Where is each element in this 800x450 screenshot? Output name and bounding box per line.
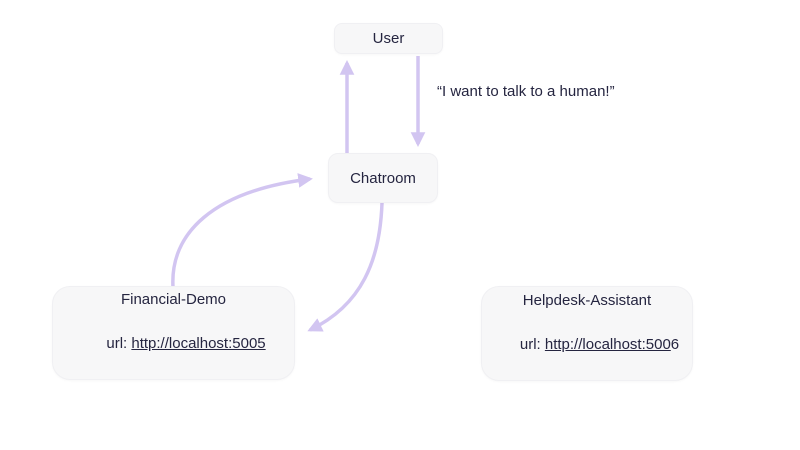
node-financial-demo: Financial-Demo url: http://localhost:500… — [52, 286, 295, 380]
financial-demo-title: Financial-Demo — [120, 291, 227, 308]
user-quote-annotation: “I want to talk to a human!” — [437, 83, 615, 100]
node-user-label: User — [372, 30, 405, 47]
node-chatroom-label: Chatroom — [350, 169, 416, 187]
helpdesk-assistant-url-label: url: — [519, 335, 545, 353]
financial-demo-url-link[interactable]: http://localhost:5005 — [131, 335, 266, 352]
node-chatroom: Chatroom — [328, 153, 438, 203]
financial-demo-url-line: url: http://localhost:5005 — [81, 311, 265, 377]
helpdesk-assistant-title: Helpdesk-Assistant — [522, 291, 652, 309]
helpdesk-assistant-url-suffix: 6 — [670, 335, 680, 353]
financial-demo-url-label: url: — [106, 335, 132, 352]
edge-financial-demo-to-chatroom-arrow — [171, 173, 313, 288]
edge-chatroom-to-financial-demo-arrow — [307, 202, 384, 332]
node-helpdesk-assistant: Helpdesk-Assistant url: http://localhost… — [481, 286, 693, 381]
helpdesk-assistant-url-line: url: http://localhost:5006 — [495, 312, 679, 378]
helpdesk-assistant-url-link[interactable]: http://localhost:500 — [544, 335, 671, 353]
node-user: User — [334, 23, 443, 54]
